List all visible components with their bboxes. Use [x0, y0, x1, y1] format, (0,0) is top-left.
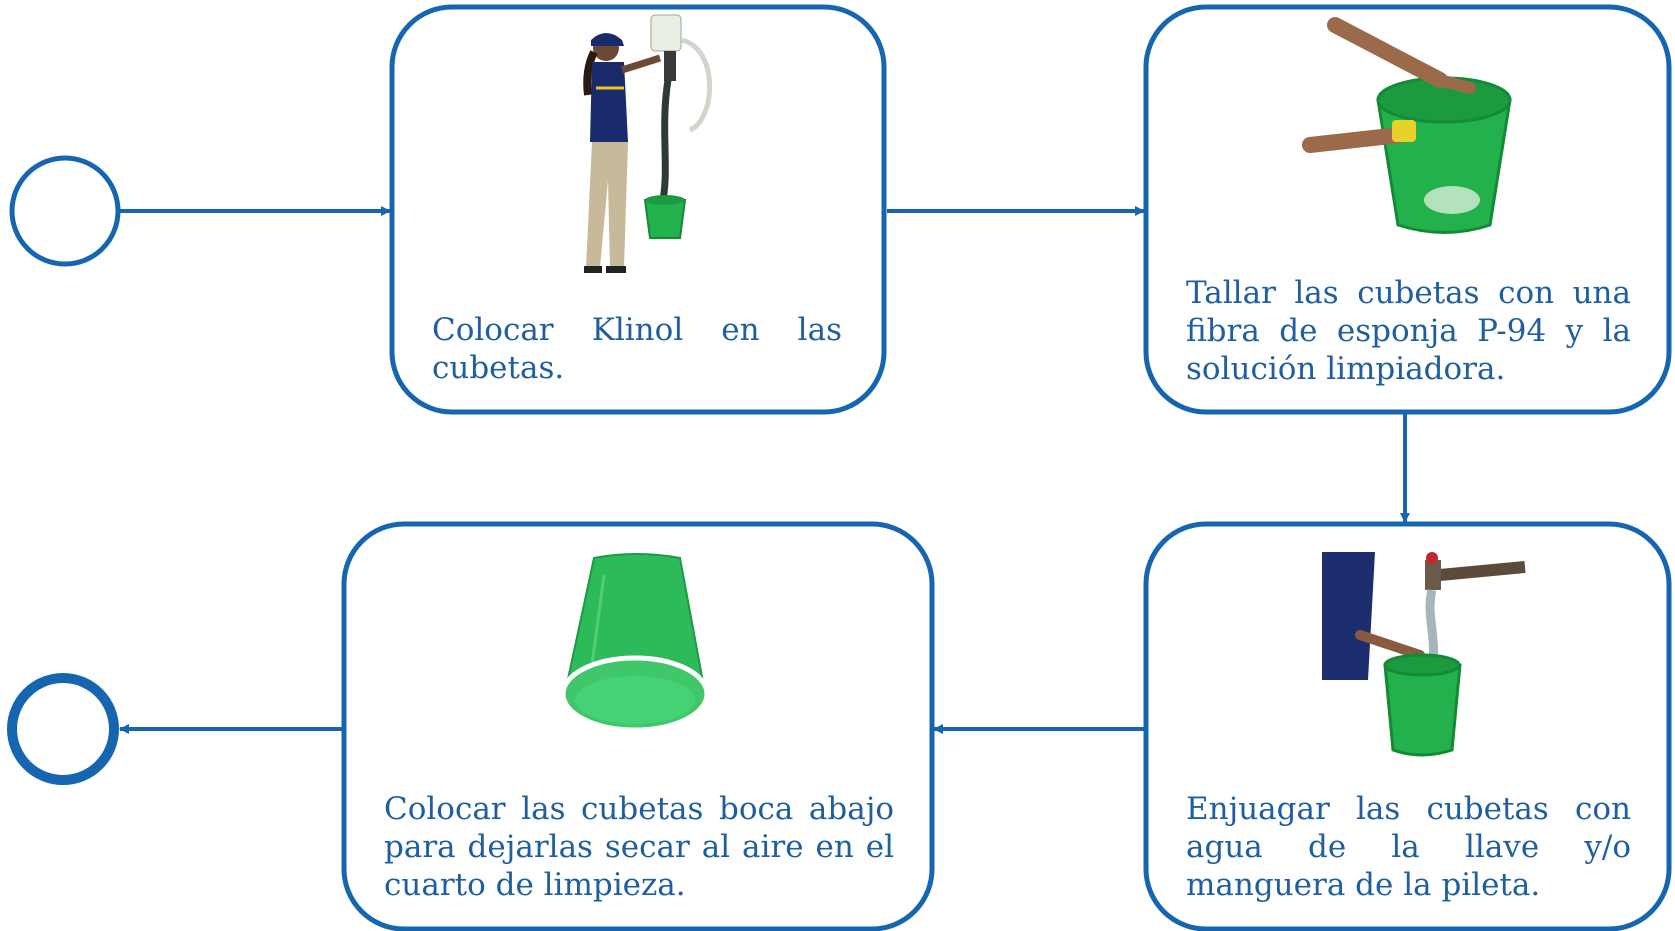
- step-1-text: Colocar Klinol en las cubetas.: [432, 312, 842, 386]
- start-node: [9, 155, 121, 267]
- person-filling-bucket-illustration: [583, 14, 713, 273]
- step-4-text: Colocar las cubetas boca abajo para deja…: [384, 791, 894, 903]
- step-1-box: [389, 4, 887, 415]
- step-3-text: Enjuagar las cubetas con agua de la llav…: [1186, 791, 1631, 903]
- step-2-text: Tallar las cubetas con una fibra de espo…: [1186, 275, 1631, 387]
- upside-down-bucket-illustration: [560, 553, 710, 733]
- hands-scrubbing-bucket-illustration: [1302, 17, 1512, 234]
- rinsing-bucket-under-tap-illustration: [1322, 552, 1526, 757]
- end-node: [7, 673, 119, 785]
